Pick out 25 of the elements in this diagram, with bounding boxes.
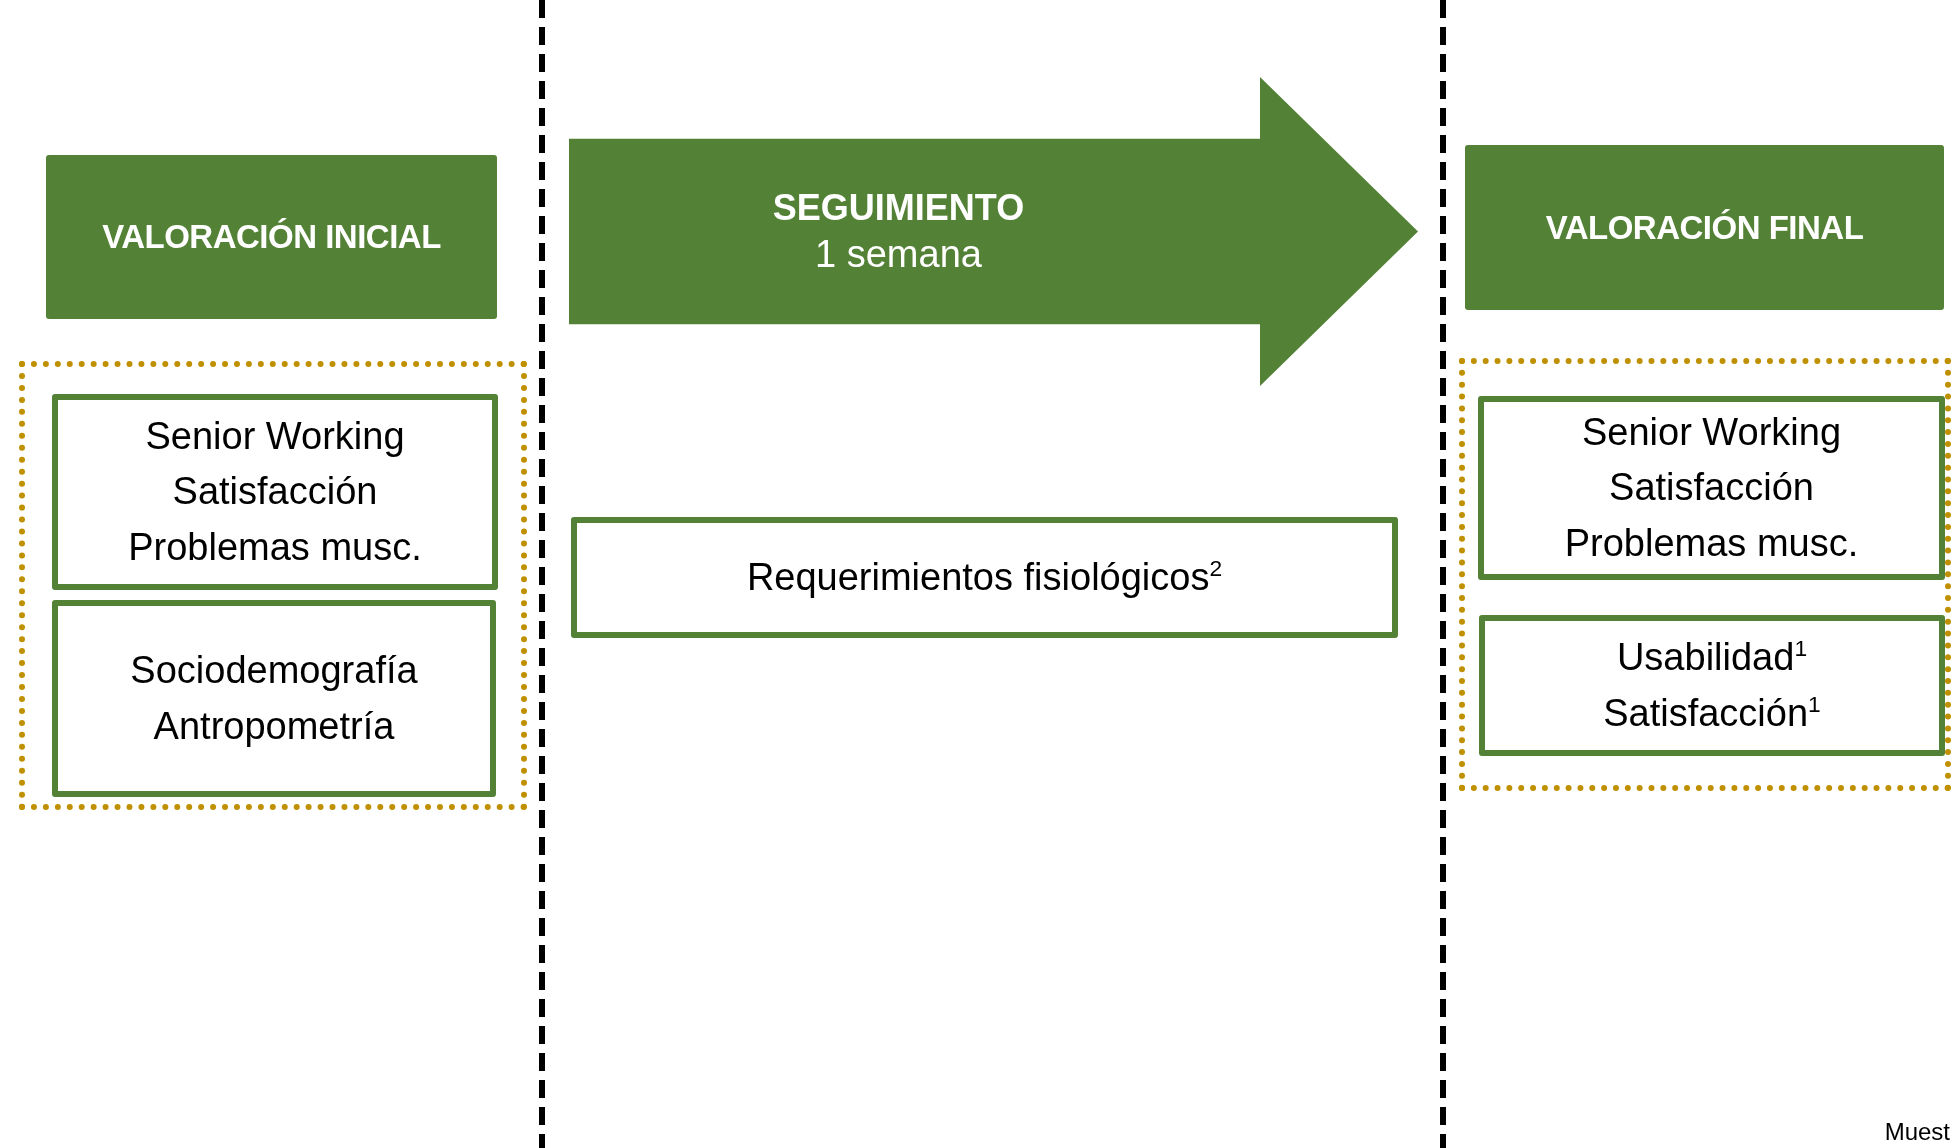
item-text: Requerimientos fisiológicos$^{2}$: [746, 554, 1223, 600]
item-text: Problemas musc.: [1564, 520, 1859, 566]
phase-text: SEGUIMIENTO: [772, 186, 1025, 231]
item-box: [52, 394, 498, 590]
dotted-group-frame: [1459, 358, 1951, 791]
item-text: Problemas musc.: [128, 524, 422, 570]
item-box: [52, 600, 496, 797]
phase-text: 1 semana: [815, 232, 982, 278]
phase-header-box: [46, 155, 497, 319]
phase-title: VALORACIÓN INICIAL: [102, 217, 441, 258]
item-text: Satisfacción: [1609, 465, 1814, 511]
phase-title: VALORACIÓN FINAL: [1545, 207, 1864, 248]
item-text: Satisfacción: [172, 469, 378, 515]
item-box: [571, 517, 1398, 638]
phase-header-box: [1465, 145, 1944, 310]
note-text: Muest: [1884, 1118, 1950, 1146]
item-text: Antropometría: [153, 703, 395, 749]
item-box: [1478, 396, 1945, 580]
dotted-group-frame: [19, 361, 527, 810]
item-text: Satisfacción$^{1}$: [1603, 689, 1821, 736]
item-box: [1479, 615, 1945, 756]
item-text: Senior Working: [145, 414, 405, 460]
item-text: Senior Working: [1581, 410, 1842, 456]
item-text: Usabilidad$^{1}$: [1616, 634, 1808, 681]
item-text: Sociodemografía: [130, 648, 418, 694]
